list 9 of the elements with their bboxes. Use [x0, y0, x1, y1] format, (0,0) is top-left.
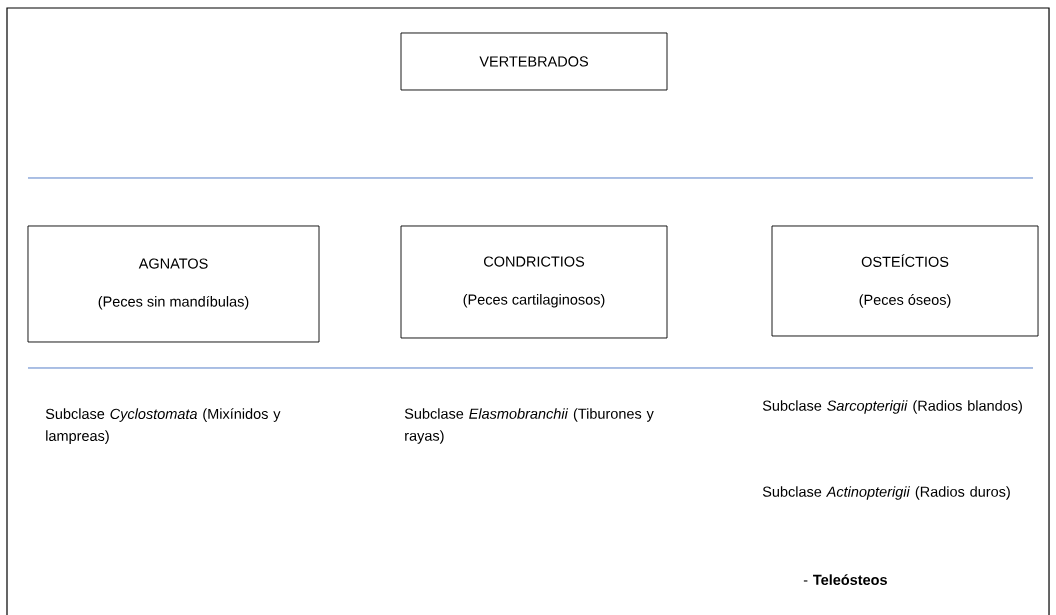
category-box: VERTEBRADOS — [400, 32, 668, 91]
subclass-text: Subclase Cyclostomata (Mixínidos y lampreas) — [45, 408, 281, 444]
subclass-text: Subclase Actinopterigii (Radios duros) — [762, 486, 1010, 500]
subclass-text: - Teleósteos — [803, 574, 887, 585]
subclass-text: Subclase Sarcopterigii (Radios blandos) — [762, 400, 1022, 414]
category-box: AGNATOS (Peces sin mandíbulas) — [27, 225, 320, 343]
subclass-text: Subclase Elasmobranchii (Tiburones y rayas) — [404, 408, 654, 444]
category-box: CONDRICTIOS (Peces cartilaginosos) — [400, 225, 668, 339]
category-box: OSTEÍCTIOS (Peces óseos) — [771, 225, 1039, 337]
